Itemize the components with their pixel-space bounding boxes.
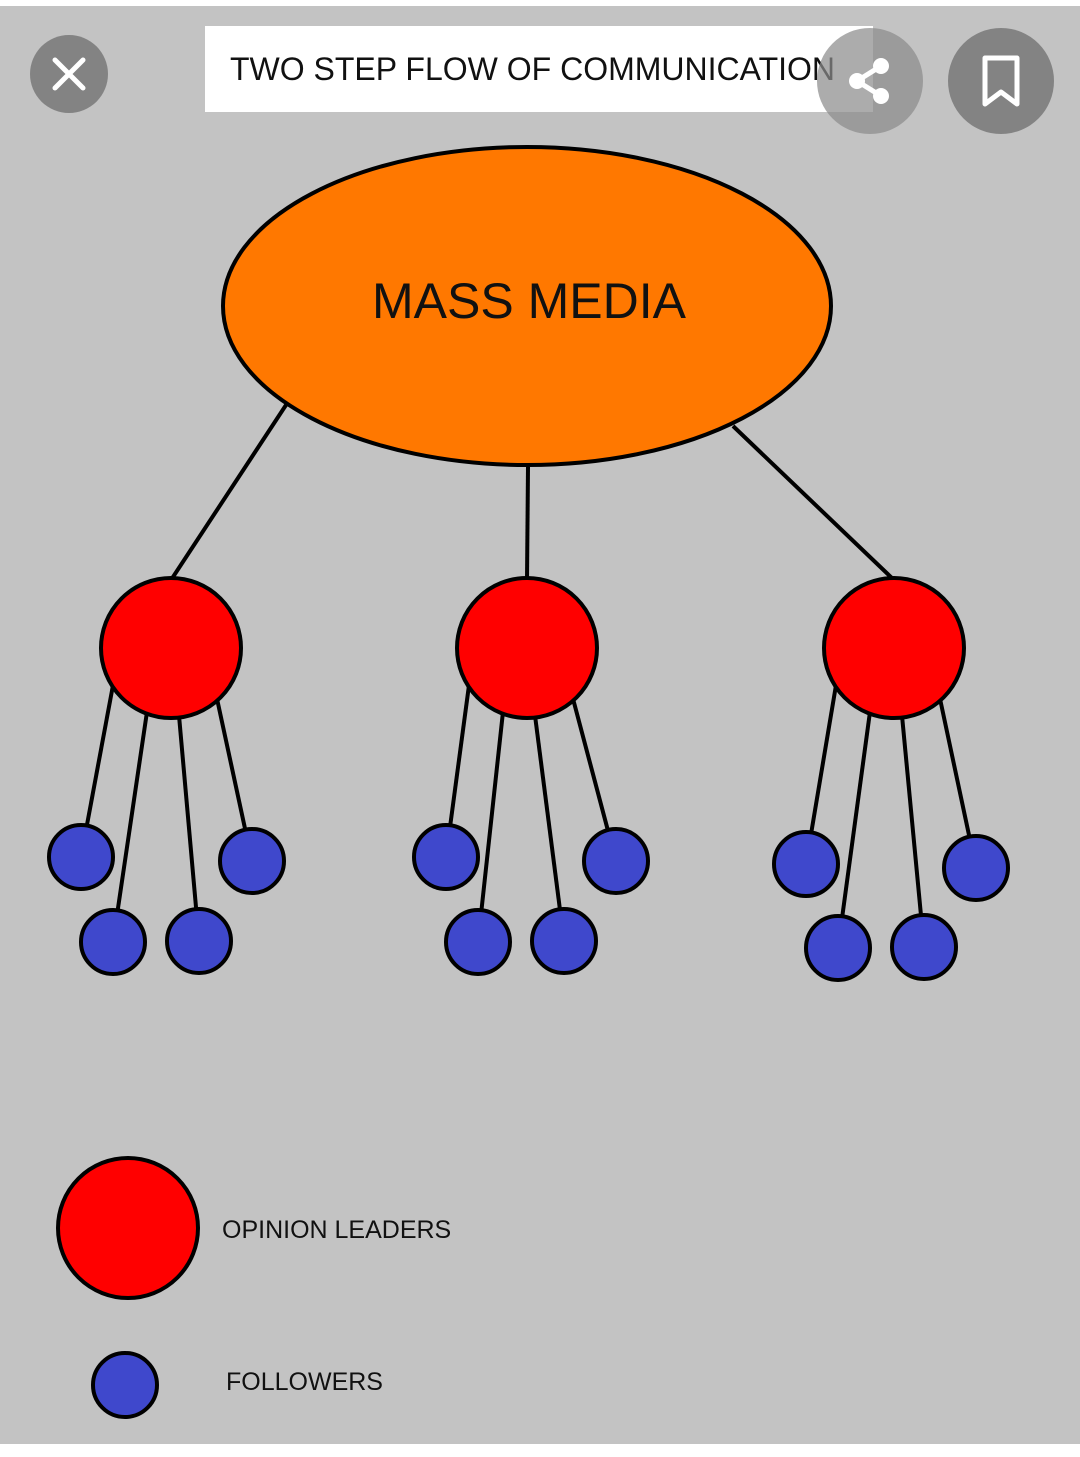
nodes-layer xyxy=(47,576,1010,982)
follower-node xyxy=(804,914,872,982)
opinion-leader-node xyxy=(822,576,966,720)
mass-media-label: MASS MEDIA xyxy=(372,273,687,329)
edge-leader-to-follower xyxy=(840,711,872,917)
opinion-leader-node xyxy=(99,576,243,720)
edge-leader-to-follower xyxy=(115,711,149,911)
legend-leaders-label: OPINION LEADERS xyxy=(222,1216,451,1244)
follower-node xyxy=(942,834,1010,902)
edge-leader-to-follower xyxy=(479,711,505,911)
edge-leader-to-follower xyxy=(533,715,562,910)
opinion-leader-node xyxy=(455,576,599,720)
follower-node xyxy=(530,907,598,975)
edge-leader-to-follower xyxy=(448,684,471,826)
diagram-title: TWO STEP FLOW OF COMMUNICATION xyxy=(230,51,835,87)
close-icon xyxy=(52,57,86,91)
legend-follower-swatch xyxy=(91,1351,159,1419)
follower-node xyxy=(79,908,147,976)
follower-node xyxy=(165,907,233,975)
follower-node xyxy=(772,830,840,898)
edge-leader-to-follower xyxy=(809,684,838,833)
follower-node xyxy=(412,823,480,891)
share-icon xyxy=(849,58,889,104)
edges-layer xyxy=(84,403,972,917)
edge-media-to-leader xyxy=(525,466,530,581)
share-button[interactable] xyxy=(817,28,923,134)
edge-leader-to-follower xyxy=(84,684,115,826)
close-button[interactable] xyxy=(30,35,108,113)
edge-leader-to-follower xyxy=(215,698,248,831)
legend-leader-swatch xyxy=(56,1156,200,1300)
mass-media-node xyxy=(221,145,833,467)
follower-node xyxy=(582,827,650,895)
edge-media-to-leader xyxy=(731,424,896,582)
follower-node xyxy=(890,913,958,981)
edge-leader-to-follower xyxy=(177,715,199,910)
bookmark-button[interactable] xyxy=(948,28,1054,134)
follower-node xyxy=(47,823,115,891)
edge-leader-to-follower xyxy=(900,715,923,916)
legend-followers-label: FOLLOWERS xyxy=(226,1368,383,1396)
edge-leader-to-follower xyxy=(938,698,972,838)
follower-node xyxy=(218,827,286,895)
edge-leader-to-follower xyxy=(571,698,610,831)
bookmark-icon xyxy=(982,55,1020,107)
title-box xyxy=(205,26,873,112)
edge-media-to-leader xyxy=(169,403,288,582)
follower-node xyxy=(444,908,512,976)
